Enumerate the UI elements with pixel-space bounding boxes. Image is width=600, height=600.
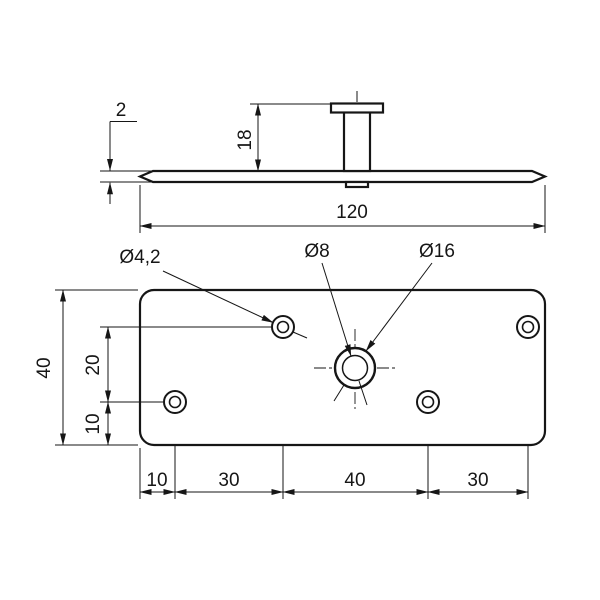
hole-inner — [276, 320, 290, 334]
dimension-height: 40 — [34, 289, 138, 446]
leader-small-hole: Ø4,2 — [119, 247, 308, 339]
hole-outer — [516, 315, 540, 339]
leader-overshoot — [292, 331, 308, 339]
center-hole-inner — [341, 354, 369, 382]
dimension-chain-bottom: 10 30 40 30 — [139, 470, 529, 495]
hole-outer — [416, 390, 440, 414]
extension-lines — [100, 121, 152, 183]
chain-label-10: 10 — [146, 470, 167, 491]
dimension-thickness: 2 — [100, 100, 152, 204]
side-view: 2 18 120 — [100, 91, 548, 233]
dimension-vertical-20: 20 — [83, 326, 271, 403]
mounting-hole-top-right — [516, 315, 540, 339]
dimension-vertical-10: 10 — [83, 401, 111, 446]
center-hole-outer — [333, 346, 377, 390]
leader-overshoot-lines — [333, 380, 368, 406]
extension-lines — [55, 289, 138, 446]
plan-view: Ø4,2 Ø8 Ø16 40 20 10 — [34, 241, 547, 499]
leader-line — [162, 270, 274, 323]
pin-body — [342, 110, 372, 173]
mounting-hole-bottom-right — [416, 390, 440, 414]
vertical-10-label: 10 — [83, 413, 104, 434]
pin-head — [329, 102, 385, 114]
hole-outer — [163, 390, 187, 414]
length-label: 120 — [336, 202, 368, 223]
leader-line — [365, 262, 433, 352]
height-label: 40 — [34, 357, 55, 378]
pin-height-label: 18 — [235, 129, 256, 150]
hole-inner — [421, 395, 435, 409]
dimension-length: 120 — [139, 185, 546, 233]
mounting-hole-top-left — [271, 315, 295, 339]
thickness-label: 2 — [116, 100, 127, 121]
center-hole — [314, 329, 397, 409]
chain-label-30b: 30 — [467, 470, 488, 491]
hole-inner — [521, 320, 535, 334]
chain-label-40: 40 — [344, 470, 365, 491]
center-outer-label: Ø16 — [419, 241, 455, 262]
dimension-pin-height: 18 — [235, 103, 331, 172]
vertical-20-label: 20 — [83, 354, 104, 375]
chain-label-30a: 30 — [218, 470, 239, 491]
leader-center-outer: Ø16 — [365, 241, 455, 352]
hole-outer — [271, 315, 295, 339]
pin-tail — [344, 180, 370, 189]
plate-side-profile — [137, 169, 548, 184]
hole-inner — [168, 395, 182, 409]
mounting-hole-bottom-left — [163, 390, 187, 414]
center-inner-label: Ø8 — [304, 241, 329, 262]
small-hole-label: Ø4,2 — [119, 247, 160, 268]
leader-center-inner: Ø8 — [304, 241, 352, 357]
leader-line — [321, 262, 352, 357]
